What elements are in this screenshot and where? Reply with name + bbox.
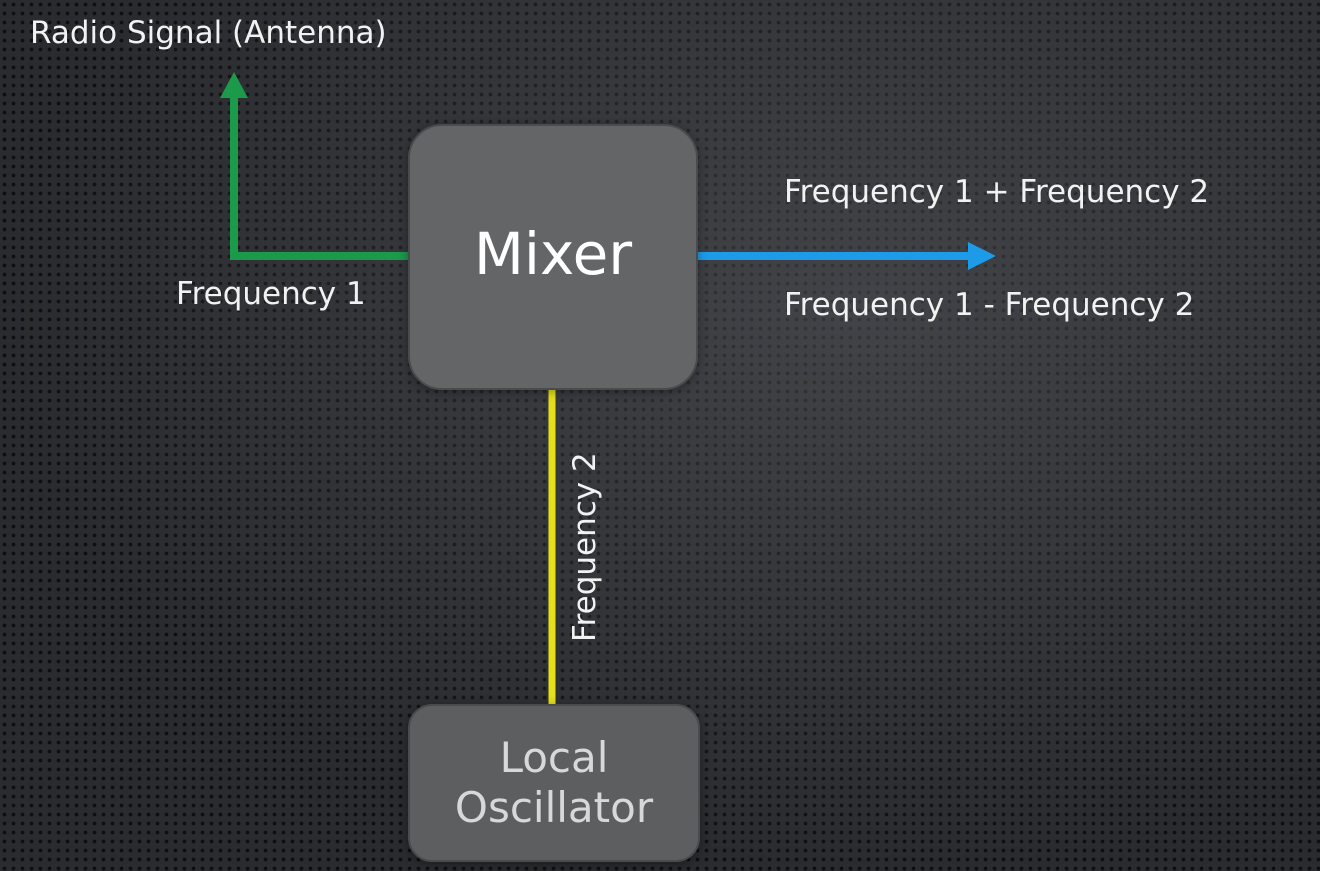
oscillator-frequency-label: Frequency 2 [567, 452, 603, 642]
input-frequency-label: Frequency 1 [176, 276, 366, 312]
mixer-label: Mixer [473, 220, 633, 288]
local-oscillator-block: Local Oscillator [408, 704, 700, 862]
oscillator-label: Local Oscillator [455, 733, 653, 834]
output-arrowhead [968, 242, 996, 270]
antenna-input-wire [230, 92, 410, 260]
oscillator-label-line1: Local [499, 732, 609, 782]
output-sum-label: Frequency 1 + Frequency 2 [784, 174, 1210, 210]
mixer-block: Mixer [408, 124, 698, 390]
oscillator-label-line2: Oscillator [454, 783, 654, 832]
output-diff-label: Frequency 1 - Frequency 2 [784, 287, 1195, 323]
antenna-label: Radio Signal (Antenna) [30, 15, 387, 51]
antenna-arrowhead [220, 72, 248, 98]
